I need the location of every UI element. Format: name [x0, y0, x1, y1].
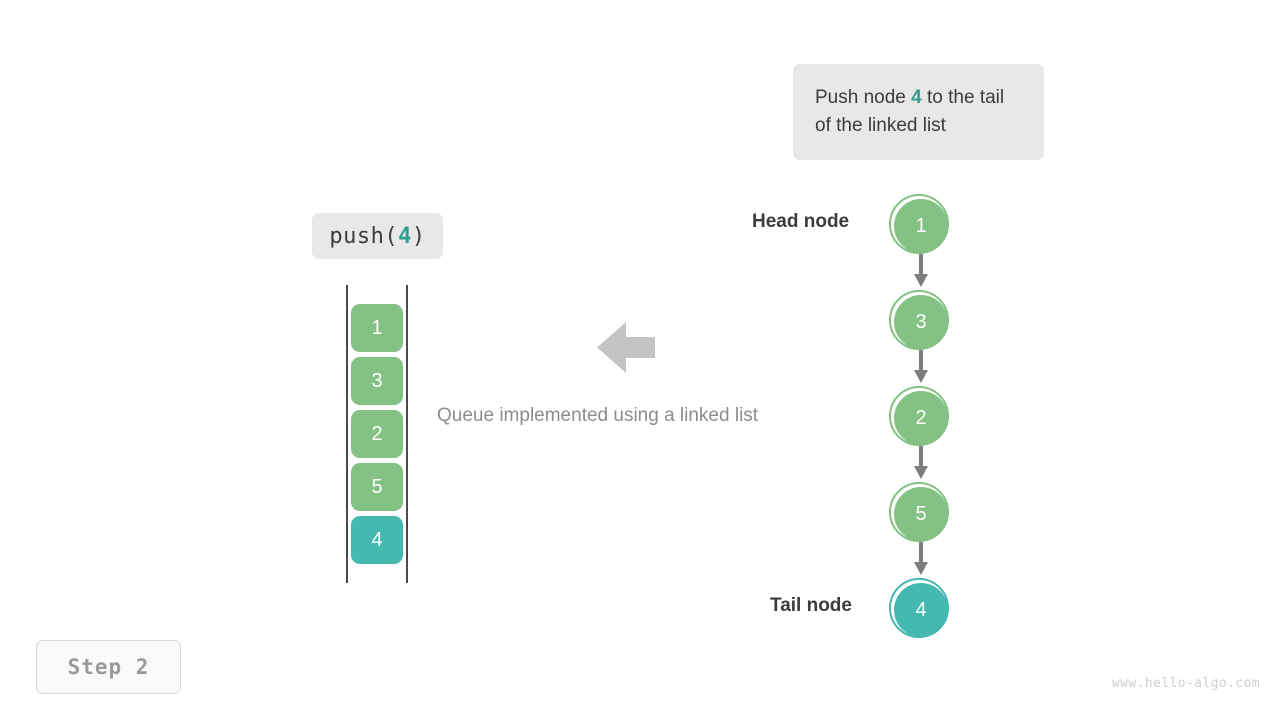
node-value: 1 — [894, 199, 948, 253]
callout-text-before: Push node — [815, 87, 912, 108]
linked-list-node: 5 — [889, 482, 953, 546]
node-value: 2 — [894, 391, 948, 445]
node-ring — [889, 194, 949, 254]
callout-box: Push node 4 to the tail of the linked li… — [793, 64, 1044, 160]
node-connector-arrow-icon — [913, 350, 929, 384]
caption-text: Queue implemented using a linked list — [437, 405, 759, 426]
left-arrow-icon — [597, 322, 655, 373]
operation-argument: 4 — [398, 223, 412, 249]
callout-text-after: to the tail of the linked list — [815, 87, 1005, 136]
watermark: www.hello-algo.com — [1111, 676, 1260, 691]
queue-cell: 4 — [351, 516, 403, 564]
queue-cell: 5 — [351, 463, 403, 511]
linked-list-node: 4 — [889, 578, 953, 642]
node-ring — [889, 386, 949, 446]
step-badge: Step 2 — [36, 640, 181, 694]
linked-list-node: 1 — [889, 194, 953, 258]
node-ring — [889, 290, 949, 350]
node-connector-arrow-icon — [913, 542, 929, 576]
operation-prefix: push( — [329, 223, 399, 249]
queue-rail-left — [346, 285, 348, 583]
queue-cell: 2 — [351, 410, 403, 458]
linked-list-node: 3 — [889, 290, 953, 354]
callout-text: Push node 4 to the tail of the linked li… — [815, 84, 1022, 140]
head-node-label: Head node — [752, 211, 850, 232]
node-connector-arrow-icon — [913, 254, 929, 288]
queue-cell: 1 — [351, 304, 403, 352]
operation-label: push(4) — [312, 213, 443, 259]
node-value: 5 — [894, 487, 948, 541]
node-connector-arrow-icon — [913, 446, 929, 480]
queue-cell-list: 1 3 2 5 4 — [351, 304, 403, 569]
node-value: 4 — [894, 583, 948, 637]
linked-list-container: Head node Tail node 1 3 2 — [752, 186, 986, 646]
callout-accent-value: 4 — [911, 87, 922, 108]
queue-rail-right — [406, 285, 408, 583]
tail-node-label: Tail node — [770, 595, 852, 616]
node-value: 3 — [894, 295, 948, 349]
operation-suffix: ) — [411, 223, 426, 249]
queue-cell: 3 — [351, 357, 403, 405]
queue-container: 1 3 2 5 4 — [346, 285, 408, 583]
linked-list-node: 2 — [889, 386, 953, 450]
node-ring — [889, 578, 949, 638]
node-ring — [889, 482, 949, 542]
